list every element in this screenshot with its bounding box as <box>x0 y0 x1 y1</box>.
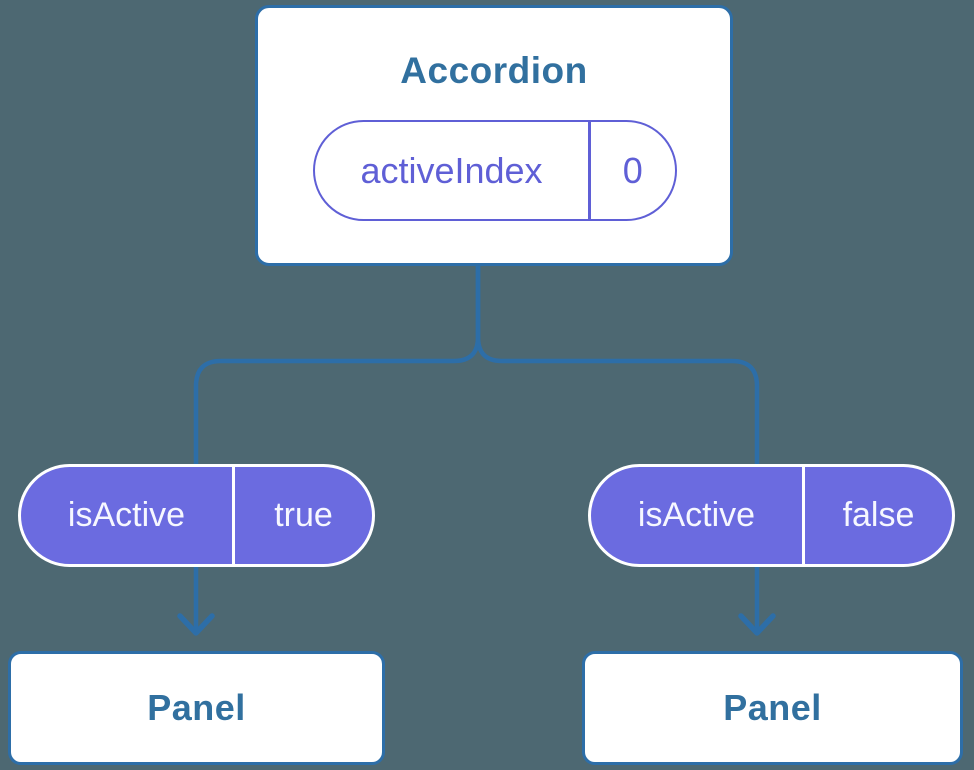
arrowhead-left-icon <box>177 613 215 636</box>
prop-name: isActive <box>637 496 756 534</box>
node-title: Panel <box>147 687 246 728</box>
state-name: activeIndex <box>360 149 543 191</box>
state-pill: activeIndex 0 <box>313 120 677 221</box>
connector-left-branch <box>193 263 481 631</box>
accordion-node: Accordion activeIndex 0 <box>255 5 733 266</box>
connector-right-branch <box>475 263 760 631</box>
pill-divider <box>232 467 235 564</box>
panel-node-right: Panel <box>582 651 963 765</box>
prop-pill-isactive-false: isActive false <box>588 464 955 567</box>
prop-pill-isactive-true: isActive true <box>18 464 375 567</box>
state-value: 0 <box>622 149 643 191</box>
panel-node-left: Panel <box>8 651 385 765</box>
prop-value: true <box>274 496 333 534</box>
prop-name: isActive <box>67 496 186 534</box>
pill-divider <box>588 122 591 219</box>
prop-value: false <box>842 496 915 534</box>
arrowhead-right-icon <box>738 613 776 636</box>
pill-divider <box>802 467 805 564</box>
node-title: Panel <box>723 687 822 728</box>
node-title: Accordion <box>400 50 588 91</box>
